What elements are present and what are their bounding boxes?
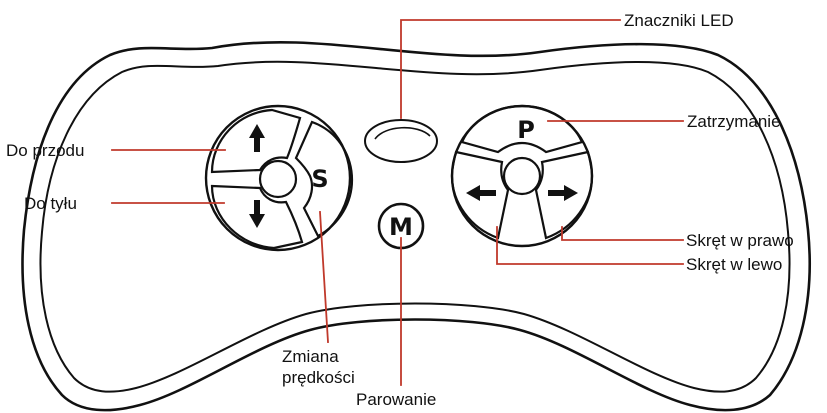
stop-button-label: P	[517, 116, 535, 144]
label-stop: Zatrzymanie	[687, 112, 781, 131]
led-indicator-highlight	[375, 128, 430, 139]
arrow-right-icon	[548, 185, 578, 201]
controller-body-outline	[23, 42, 810, 410]
right-button-cluster: P	[452, 106, 592, 246]
label-forward: Do przodu	[6, 141, 84, 160]
led-indicator	[365, 120, 437, 162]
arrow-up-icon	[249, 124, 265, 152]
label-speed-line1: Zmiana	[282, 347, 339, 366]
callout-line-right	[562, 227, 683, 240]
label-turn-left: Skręt w lewo	[686, 255, 782, 274]
arrow-left-icon	[466, 185, 496, 201]
left-button-cluster: S	[206, 106, 352, 250]
pairing-button-label: M	[389, 213, 413, 241]
arrow-down-icon	[249, 200, 265, 228]
label-speed-line2: prędkości	[282, 368, 355, 387]
right-cluster-hub	[504, 158, 540, 194]
label-backward: Do tyłu	[24, 194, 77, 213]
controller-body-inner-outline	[40, 62, 789, 392]
label-led: Znaczniki LED	[624, 11, 734, 30]
left-cluster-hub	[260, 161, 296, 197]
label-turn-right: Skręt w prawo	[686, 231, 794, 250]
callout-line-led	[401, 20, 620, 118]
callout-lines	[112, 20, 683, 385]
label-pairing: Parowanie	[356, 390, 436, 409]
speed-button-label: S	[311, 165, 328, 193]
